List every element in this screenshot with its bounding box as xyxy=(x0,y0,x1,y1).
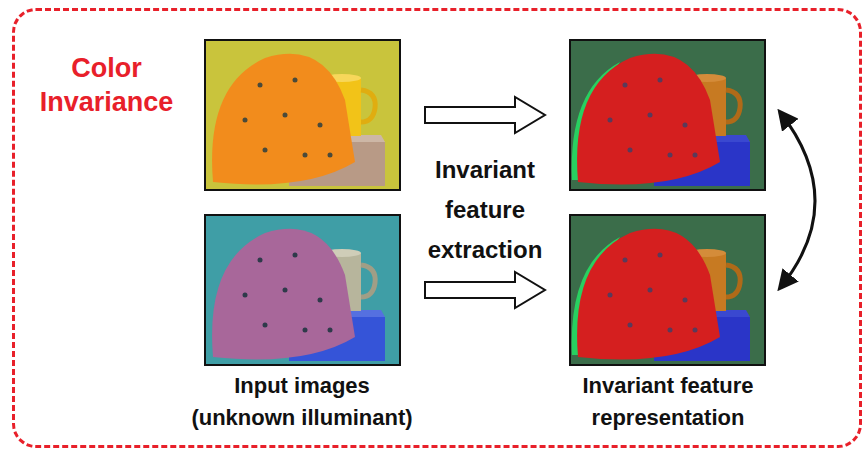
region-title: Color Invariance xyxy=(19,51,194,119)
caption-label: Invariant feature representation xyxy=(553,370,783,434)
invariant-image xyxy=(570,40,765,190)
input-image xyxy=(205,215,400,365)
input-image xyxy=(205,40,400,190)
invariant-image xyxy=(570,215,765,365)
comparison-arrow xyxy=(780,112,815,288)
hollow-arrow xyxy=(425,272,545,308)
hollow-arrow xyxy=(425,97,545,133)
caption-label: Input images (unknown illuminant) xyxy=(187,370,417,434)
caption-label: Invariant feature extraction xyxy=(415,150,555,270)
